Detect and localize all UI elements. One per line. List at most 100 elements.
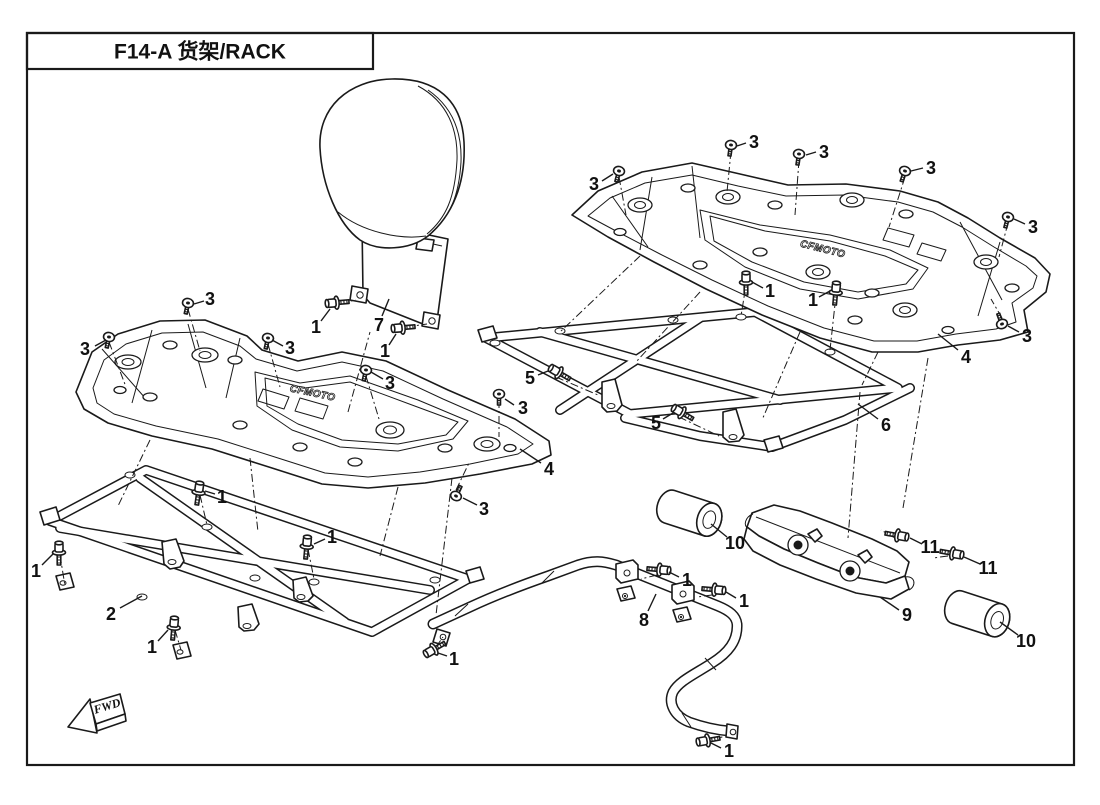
- page-border: [25, 31, 1076, 767]
- flange-screw: [191, 480, 206, 506]
- pan-screw: [995, 312, 1009, 330]
- callout-leader: [1007, 325, 1020, 333]
- part-rack-plate-right: CFMOTO: [571, 162, 1051, 353]
- callout-leader: [668, 571, 680, 578]
- callout-leader: [963, 556, 981, 565]
- part-callout-7: 7: [374, 315, 384, 335]
- callout-leader: [462, 497, 478, 506]
- callout-leader: [736, 142, 747, 147]
- flange-screw: [390, 320, 416, 335]
- dash-leader-line: [347, 331, 371, 413]
- part-callout-3: 3: [1028, 217, 1038, 237]
- title-box: [25, 31, 375, 71]
- part-callout-1: 1: [217, 487, 227, 507]
- callout-leader: [710, 523, 728, 538]
- part-callout-1: 1: [739, 591, 749, 611]
- flange-screw: [646, 562, 672, 577]
- dash-leader-line: [618, 176, 627, 216]
- dash-leader-line: [199, 494, 208, 526]
- callout-leader: [437, 652, 448, 657]
- flange-screw: [422, 640, 447, 659]
- part-callout-8: 8: [639, 610, 649, 630]
- flange-screw: [324, 295, 350, 310]
- part-callout-3: 3: [819, 142, 829, 162]
- dash-leader-line: [379, 486, 399, 557]
- part-handle-bar: [427, 556, 743, 740]
- flange-screw: [695, 733, 721, 748]
- part-callout-3: 3: [205, 289, 215, 309]
- callout-leader: [370, 371, 384, 380]
- dash-leader-line: [726, 150, 732, 193]
- part-callout-11: 11: [920, 537, 939, 557]
- dash-leader-line: [559, 255, 641, 333]
- pan-screw: [792, 148, 806, 166]
- part-callout-1: 1: [808, 290, 818, 310]
- fwd-marker: FWD: [67, 693, 127, 734]
- part-callout-4: 4: [961, 347, 971, 367]
- pan-screw: [612, 165, 626, 183]
- callout-leader: [537, 370, 549, 376]
- callout-leader: [937, 333, 959, 351]
- part-callout-4: 4: [544, 459, 554, 479]
- part-callout-3: 3: [80, 339, 90, 359]
- callout-leader: [157, 629, 169, 642]
- callout-leader: [879, 596, 900, 611]
- callout-leader: [388, 333, 397, 346]
- part-callout-10: 10: [725, 533, 745, 553]
- callout-leader: [910, 167, 924, 172]
- callout-leader: [751, 281, 764, 289]
- callout-leader: [710, 742, 722, 749]
- part-callout-3: 3: [1022, 326, 1032, 346]
- callout-leader: [857, 403, 879, 420]
- dash-leader-line: [455, 462, 470, 491]
- flange-screw: [547, 363, 572, 382]
- dash-leader-line: [435, 477, 453, 616]
- part-callout-1: 1: [380, 341, 390, 361]
- dash-leader-line: [861, 351, 879, 386]
- dash-leader-line: [932, 555, 949, 559]
- projection-lines: [59, 150, 1009, 742]
- flange-screw: [299, 534, 314, 560]
- callout-leader: [519, 448, 542, 464]
- callout-leader: [909, 537, 923, 545]
- callout-leader: [94, 339, 107, 347]
- flange-screw: [884, 528, 910, 543]
- flange-screw: [670, 403, 695, 422]
- part-callout-3: 3: [479, 499, 489, 519]
- callout-leader: [999, 621, 1019, 636]
- dash-leader-line: [267, 343, 281, 388]
- flange-screw: [939, 546, 965, 561]
- part-callout-1: 1: [147, 637, 157, 657]
- dash-leader-line: [888, 176, 906, 228]
- part-callout-1: 1: [682, 570, 692, 590]
- part-callout-3: 3: [749, 132, 759, 152]
- pan-screw: [102, 331, 116, 349]
- dash-leader-line: [365, 375, 380, 420]
- callout-leader: [119, 595, 143, 609]
- part-rack-plate-left: CFMOTO: [75, 319, 552, 489]
- dash-leader-line: [678, 416, 720, 437]
- callout-leader: [504, 398, 515, 406]
- part-callout-1: 1: [724, 741, 734, 761]
- dash-leader-line: [640, 574, 658, 580]
- pan-screw: [261, 332, 275, 350]
- flange-screw: [828, 280, 843, 306]
- part-callout-3: 3: [589, 174, 599, 194]
- callout-leader: [647, 593, 657, 612]
- part-callout-5: 5: [525, 368, 535, 388]
- part-callout-1: 1: [311, 317, 321, 337]
- dash-leader-line: [555, 376, 599, 396]
- pan-screw: [449, 484, 463, 502]
- part-callout-1: 1: [765, 281, 775, 301]
- part-callout-11: 11: [978, 558, 997, 578]
- flange-screw: [51, 540, 67, 566]
- fasteners: [51, 139, 1015, 748]
- dash-leader-line: [187, 308, 201, 352]
- part-bracket: [743, 504, 915, 600]
- dash-leader-line: [249, 457, 259, 533]
- callout-leader: [601, 173, 614, 182]
- dash-leader-line: [902, 357, 929, 509]
- callout-leader: [193, 300, 205, 305]
